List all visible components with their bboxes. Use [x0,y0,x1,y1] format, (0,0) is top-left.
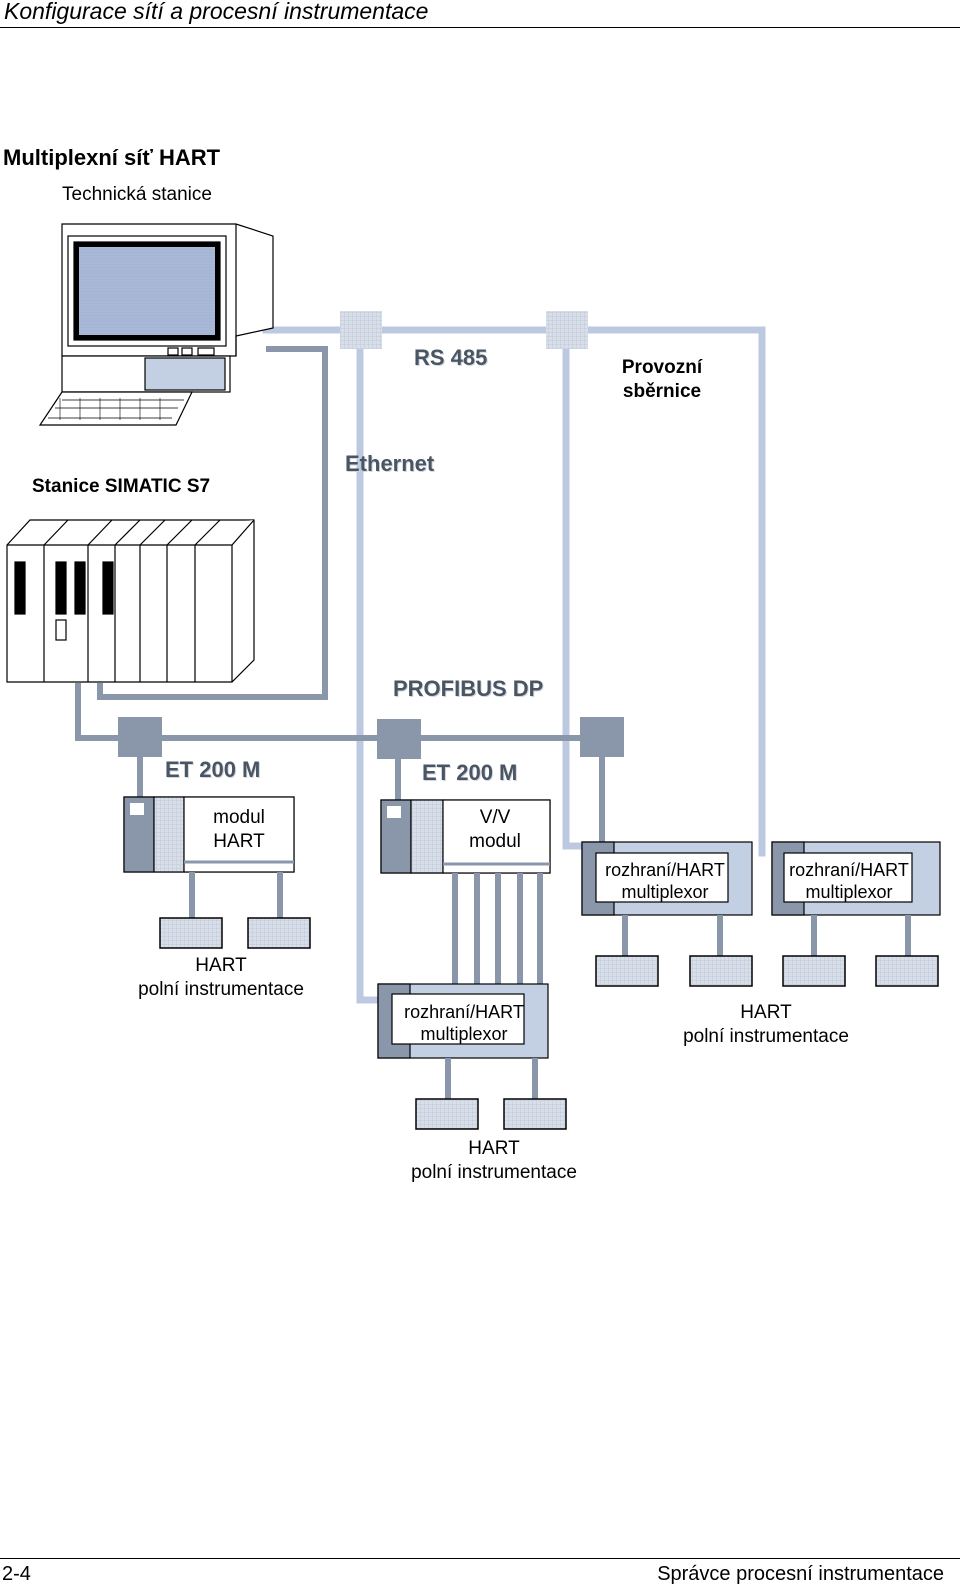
engineering-station-label: Technická stanice [62,184,212,205]
page-header-title: Konfigurace sítí a procesní instrumentac… [4,0,429,24]
field-center-line2: polní instrumentace [411,1162,577,1183]
mux-right2-device [771,841,941,916]
field-right-line2: polní instrumentace [683,1026,849,1047]
profibus-label: PROFIBUS DP [393,676,544,701]
s7-station-label: Stanice SIMATIC S7 [32,476,211,497]
et200m-1-label: ET 200 M [165,757,261,782]
et200m-1-device [123,796,295,873]
mux-right1-line1: rozhraní/HART [605,860,725,880]
field-instruments [159,917,939,1130]
mux-center-line2: multiplexor [420,1024,508,1044]
mux-center-line1: rozhraní/HART [404,1002,524,1022]
field-center-line1: HART [468,1138,520,1159]
profibus-node-3 [580,717,624,757]
et200m-2-device [380,799,551,874]
io-module-wires [452,873,543,985]
page-number: 2-4 [2,1563,31,1585]
mux-right1-line2: multiplexor [621,882,709,902]
rs485-label: RS 485 [414,345,488,370]
fieldbus-label-line1: Provozní [621,357,703,378]
field-right-line1: HART [740,1002,792,1023]
section-title: Multiplexní síť HART [3,145,221,170]
field-left-line2: polní instrumentace [138,979,304,1000]
rs485-node-1 [340,311,382,349]
field-drop-lines [189,872,911,1100]
engineering-station-pc [38,223,274,426]
et200m-2-module-line1: V/V [479,807,511,828]
et200m-2-label: ET 200 M [422,760,518,785]
ethernet-bus [97,346,328,700]
fieldbus-label-line2: sběrnice [622,381,702,402]
mux-right2-line2: multiplexor [805,882,893,902]
mux-right2-line1: rozhraní/HART [789,860,909,880]
rs485-node-2 [546,311,588,349]
field-left-line1: HART [195,955,247,976]
rs485-bus [262,326,766,857]
fieldbus-drop-lines [356,330,586,1004]
profibus-bus [75,683,605,845]
footer-rule [0,1558,960,1559]
mux-right1-device [581,841,753,916]
mux-center-device [377,983,549,1059]
et200m-2-module-line2: modul [469,831,521,852]
profibus-node-2 [377,719,421,759]
et200m-1-module-line2: HART [213,831,265,852]
header-rule [0,27,960,28]
et200m-1-module-line1: modul [213,807,265,828]
profibus-node-1 [118,717,162,757]
manual-title: Správce procesní instrumentace [657,1563,944,1585]
ethernet-label: Ethernet [345,451,435,476]
simatic-s7-rack [6,519,255,683]
